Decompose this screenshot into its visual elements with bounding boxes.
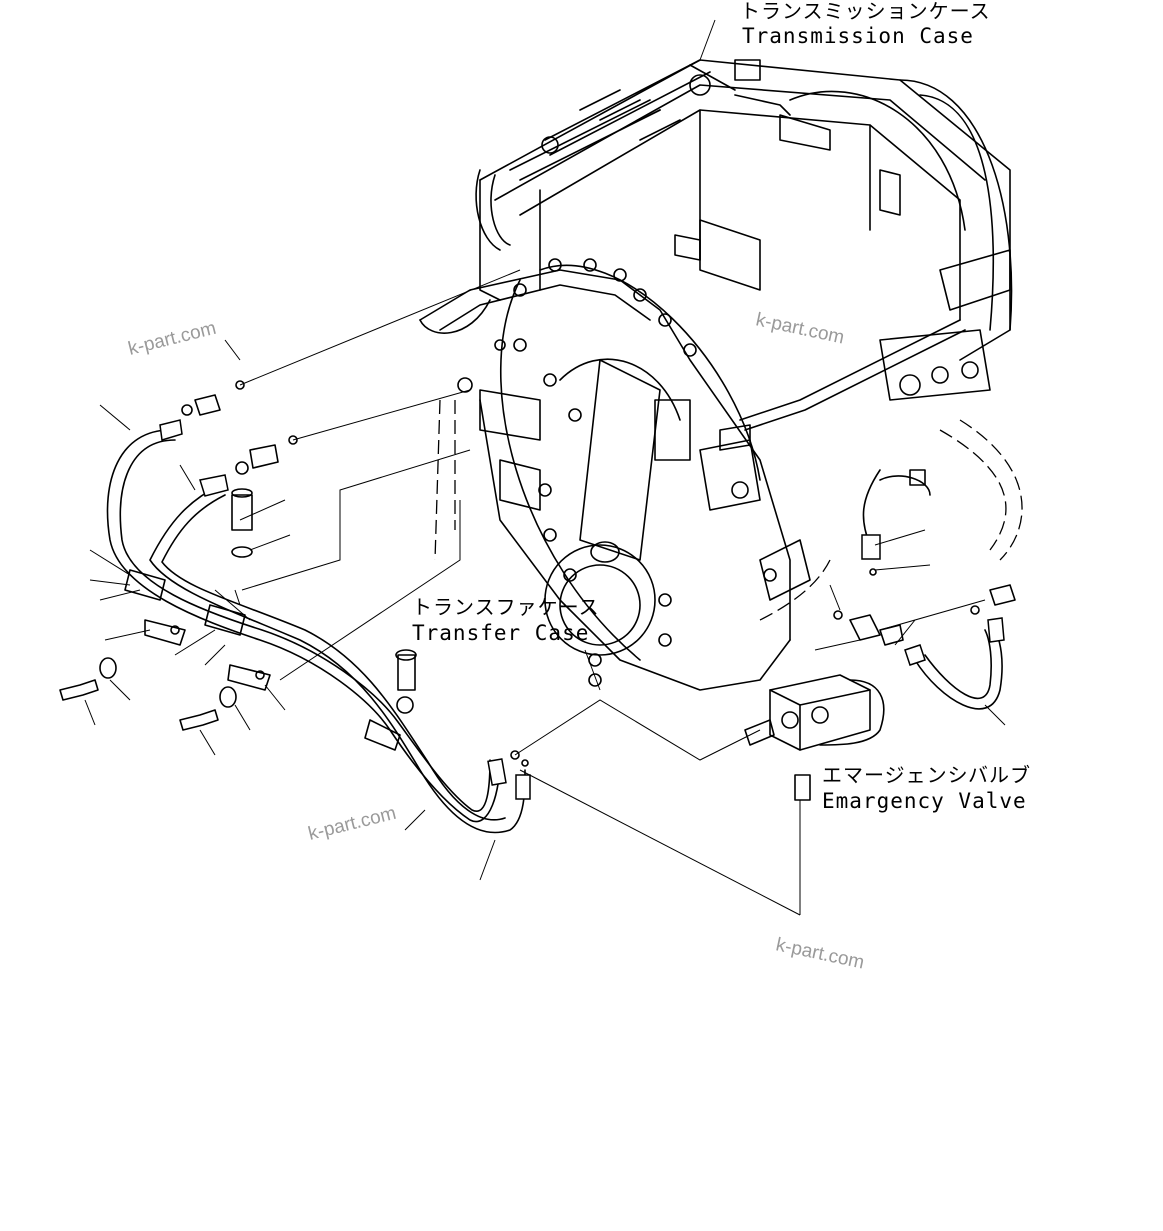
label-transmission-case: トランスミッションケース Transmission Case [740,0,991,48]
label-transfer-case: トランスファケース Transfer Case [412,595,600,645]
label-transmission-case-jp: トランスミッションケース [740,0,991,23]
leader-lines [84,19,1006,916]
label-emergency-valve-en: Emargency Valve [822,789,1027,813]
label-transfer-case-en: Transfer Case [412,621,589,645]
label-emergency-valve-jp: エマージェンシバルブ [822,763,1031,787]
transfer-case-drawing [419,258,966,691]
sensor [861,469,931,560]
watermark-1: k-part.com [126,318,218,360]
hose-assembly [106,419,531,834]
hidden-lines [434,399,1023,621]
case-bolts [457,258,697,687]
transmission-case-drawing [475,59,1013,401]
fittings [59,380,1016,801]
emergency-valve-drawing [769,674,885,751]
watermark-3: k-part.com [306,803,398,845]
label-emergency-valve: エマージェンシバルブ Emargency Valve [822,763,1031,813]
watermark-2: k-part.com [754,309,846,348]
label-transmission-case-en: Transmission Case [742,24,974,48]
label-transfer-case-jp: トランスファケース [412,595,600,619]
right-hose [849,614,1005,710]
watermark-4: k-part.com [774,934,866,973]
